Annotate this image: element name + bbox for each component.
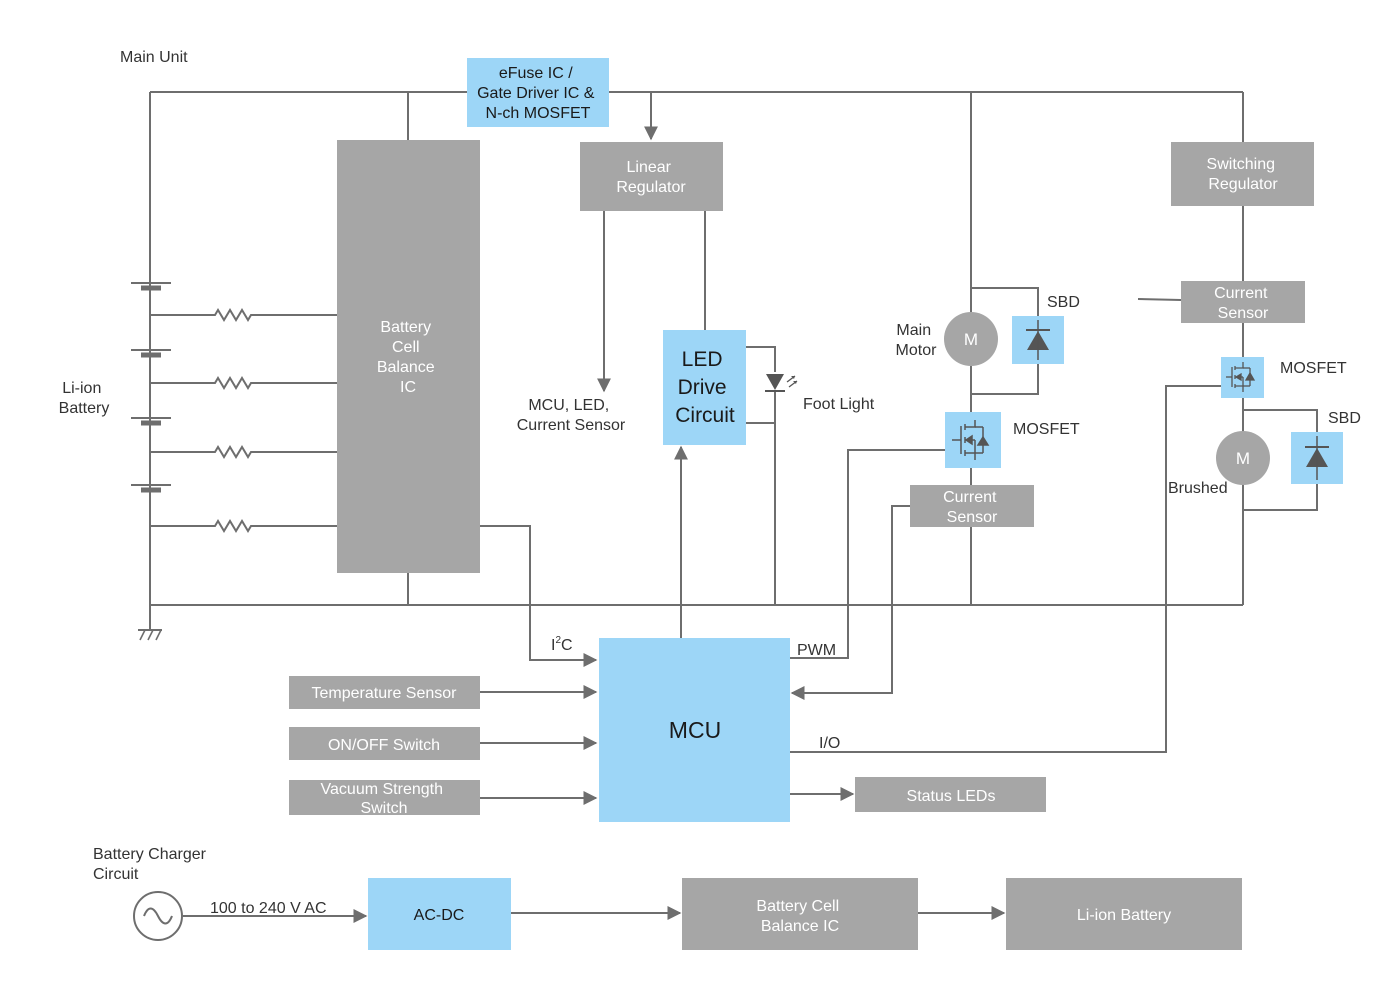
main-unit-title: Main Unit <box>120 49 188 66</box>
charger-cell-balance-label: Battery Cell Balance IC <box>756 898 843 935</box>
diode-icon <box>1026 320 1050 360</box>
cell-balance-block <box>337 140 480 573</box>
on-off-switch-label: ON/OFF Switch <box>328 737 440 754</box>
temperature-sensor-label: Temperature Sensor <box>312 685 458 702</box>
charger-battery-block <box>1006 878 1242 950</box>
switching-regulator-label: Switching Regulator <box>1207 156 1280 193</box>
on-off-switch-block <box>289 727 480 760</box>
battery-label: Li-ion Battery <box>59 380 110 417</box>
current-sensor-main-label: Current Sensor <box>943 489 1001 526</box>
current-sensor-right-label: Current Sensor <box>1214 285 1272 322</box>
status-leds-label: Status LEDs <box>907 788 996 805</box>
sbd-right-label: SBD <box>1328 410 1361 427</box>
component-symbols <box>133 312 1329 941</box>
ac-dc-block <box>368 878 511 950</box>
linear-regulator-label: Linear Regulator <box>616 159 686 196</box>
wires <box>131 91 1318 923</box>
ac-source-icon <box>133 891 183 941</box>
status-leds-block <box>855 777 1046 812</box>
mcu-led-cs-label: MCU, LED, Current Sensor <box>517 397 626 434</box>
brushed-motor-symbol <box>1216 431 1270 485</box>
sbd-main-label: SBD <box>1047 294 1080 311</box>
vacuum-switch-label: Vacuum Strength Switch <box>321 781 448 817</box>
mosfet-icon <box>1226 362 1256 392</box>
mosfet-right-label: MOSFET <box>1280 360 1347 377</box>
mcu-label: MCU <box>669 717 721 743</box>
charger-battery-label: Li-ion Battery <box>1077 907 1171 924</box>
led-icon <box>765 374 798 392</box>
mosfet-main-label: MOSFET <box>1013 421 1080 438</box>
temperature-sensor-block <box>289 676 480 709</box>
labels: Main Unit Li-ion Battery eFuse IC / Gate… <box>59 49 1361 935</box>
blocks <box>289 58 1343 950</box>
linear-regulator-block <box>580 142 723 211</box>
current-sensor-right-block <box>1181 281 1305 323</box>
led-drive-block <box>663 330 746 445</box>
i2c-label: I2C <box>551 635 573 654</box>
main-motor-label: Main Motor <box>896 322 938 359</box>
charger-cell-balance-block <box>682 878 918 950</box>
ac-dc-label: AC-DC <box>414 907 465 924</box>
main-motor-symbol <box>944 312 998 366</box>
efuse-block <box>467 58 609 127</box>
ac-input-label: 100 to 240 V AC <box>210 900 327 917</box>
vacuum-switch-block <box>289 780 480 815</box>
pwm-label: PWM <box>797 642 836 659</box>
led-drive-label: LED Drive Circuit <box>675 348 735 427</box>
diode-icon <box>1305 436 1329 480</box>
cell-balance-label: Battery Cell Balance IC <box>377 319 439 396</box>
efuse-label: eFuse IC / Gate Driver IC & N-ch MOSFET <box>477 65 599 122</box>
current-sensor-main-block <box>910 485 1034 527</box>
mosfet-icon <box>952 420 990 460</box>
mcu-block <box>599 638 790 822</box>
foot-light-label: Foot Light <box>803 396 875 413</box>
main-motor-symbol-label: M <box>964 330 978 349</box>
brushed-label: Brushed <box>1168 480 1228 497</box>
switching-regulator-block <box>1171 142 1314 206</box>
brushed-motor-symbol-label: M <box>1236 449 1250 468</box>
io-label: I/O <box>819 735 840 752</box>
charger-title: Battery Charger Circuit <box>93 846 210 883</box>
